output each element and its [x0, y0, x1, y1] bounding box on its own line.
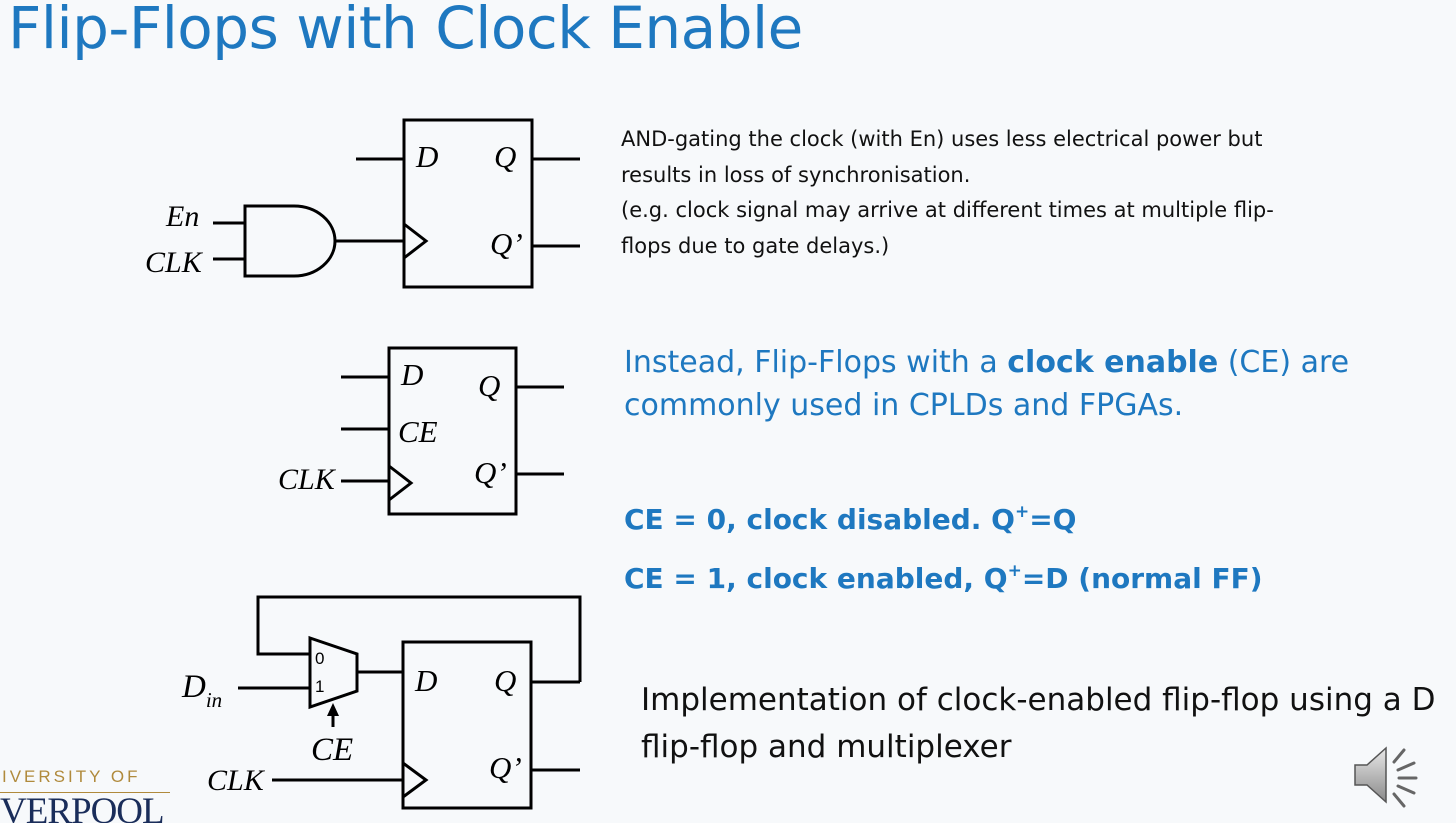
- feedback-wire: [256, 595, 582, 682]
- multiplexer: [308, 635, 359, 710]
- mux-input-1-label: 1: [315, 677, 324, 696]
- qbar-label: Q’: [489, 750, 522, 785]
- implementation-caption: Implementation of clock-enabled flip-flo…: [641, 677, 1456, 771]
- clock-triangle: [388, 464, 414, 502]
- and-gating-explanation: AND-gating the clock (with En) uses less…: [621, 122, 1381, 264]
- d-label: D: [415, 139, 438, 174]
- d-flip-flop-box: [402, 118, 534, 289]
- q-label: Q: [478, 368, 500, 403]
- clk-label: CLK: [278, 463, 337, 496]
- wire: [213, 118, 582, 810]
- diagram-mux-implementation: [238, 595, 582, 810]
- diagram-ce-flip-flop: [341, 346, 564, 516]
- logo-divider: [0, 792, 170, 793]
- speaker-icon[interactable]: [1352, 740, 1432, 812]
- logo-line-2: VERPOOL: [0, 791, 165, 823]
- text-line: results in loss of synchronisation.: [621, 162, 971, 187]
- and-gate: [243, 204, 337, 278]
- qbar-label: Q’: [474, 455, 507, 490]
- qbar-label: Q’: [490, 226, 523, 261]
- q-label: Q: [494, 139, 516, 174]
- text-line: (e.g. clock signal may arrive at differe…: [621, 198, 1274, 222]
- din-label: Din: [181, 669, 222, 712]
- clk-label: CLK: [145, 246, 204, 279]
- text-line: AND-gating the clock (with En) uses less…: [621, 127, 1263, 151]
- text-line: Instead, Flip-Flops with a clock enable …: [624, 345, 1350, 380]
- ce-label: CE: [398, 414, 438, 449]
- d-flip-flop-box: [401, 640, 533, 810]
- text-line: Implementation of clock-enabled flip-flo…: [641, 682, 1436, 718]
- clk-label: CLK: [207, 764, 266, 797]
- diagram-and-gated-clock: [213, 118, 580, 289]
- q-label: Q: [494, 663, 516, 698]
- logo-line-1: IVERSITY OF: [2, 767, 141, 786]
- university-logo: IVERSITY OF VERPOOL: [0, 765, 175, 823]
- ce-one-rule: CE = 1, clock enabled, Q+=D (normal FF): [624, 561, 1263, 595]
- slide-title: Flip-Flops with Clock Enable: [8, 0, 803, 62]
- text-line: flip-flop and multiplexer: [641, 729, 1012, 765]
- text-line: flops due to gate delays.): [621, 233, 890, 258]
- clock-triangle: [403, 222, 429, 260]
- clock-enable-term: clock enable: [1007, 345, 1219, 380]
- clock-enable-intro: Instead, Flip-Flops with a clock enable …: [624, 341, 1444, 427]
- mux-input-0-label: 0: [315, 649, 324, 668]
- d-label: D: [400, 357, 423, 392]
- text-line: commonly used in CPLDs and FPGAs.: [624, 388, 1184, 423]
- en-label: En: [165, 200, 199, 233]
- d-label: D: [414, 663, 437, 698]
- ce-zero-rule: CE = 0, clock disabled. Q+=Q: [624, 502, 1077, 536]
- clock-triangle: [402, 761, 429, 799]
- ce-label: CE: [311, 732, 353, 768]
- ce-flip-flop-box: [387, 346, 518, 516]
- ce-arrow-head: [327, 703, 339, 716]
